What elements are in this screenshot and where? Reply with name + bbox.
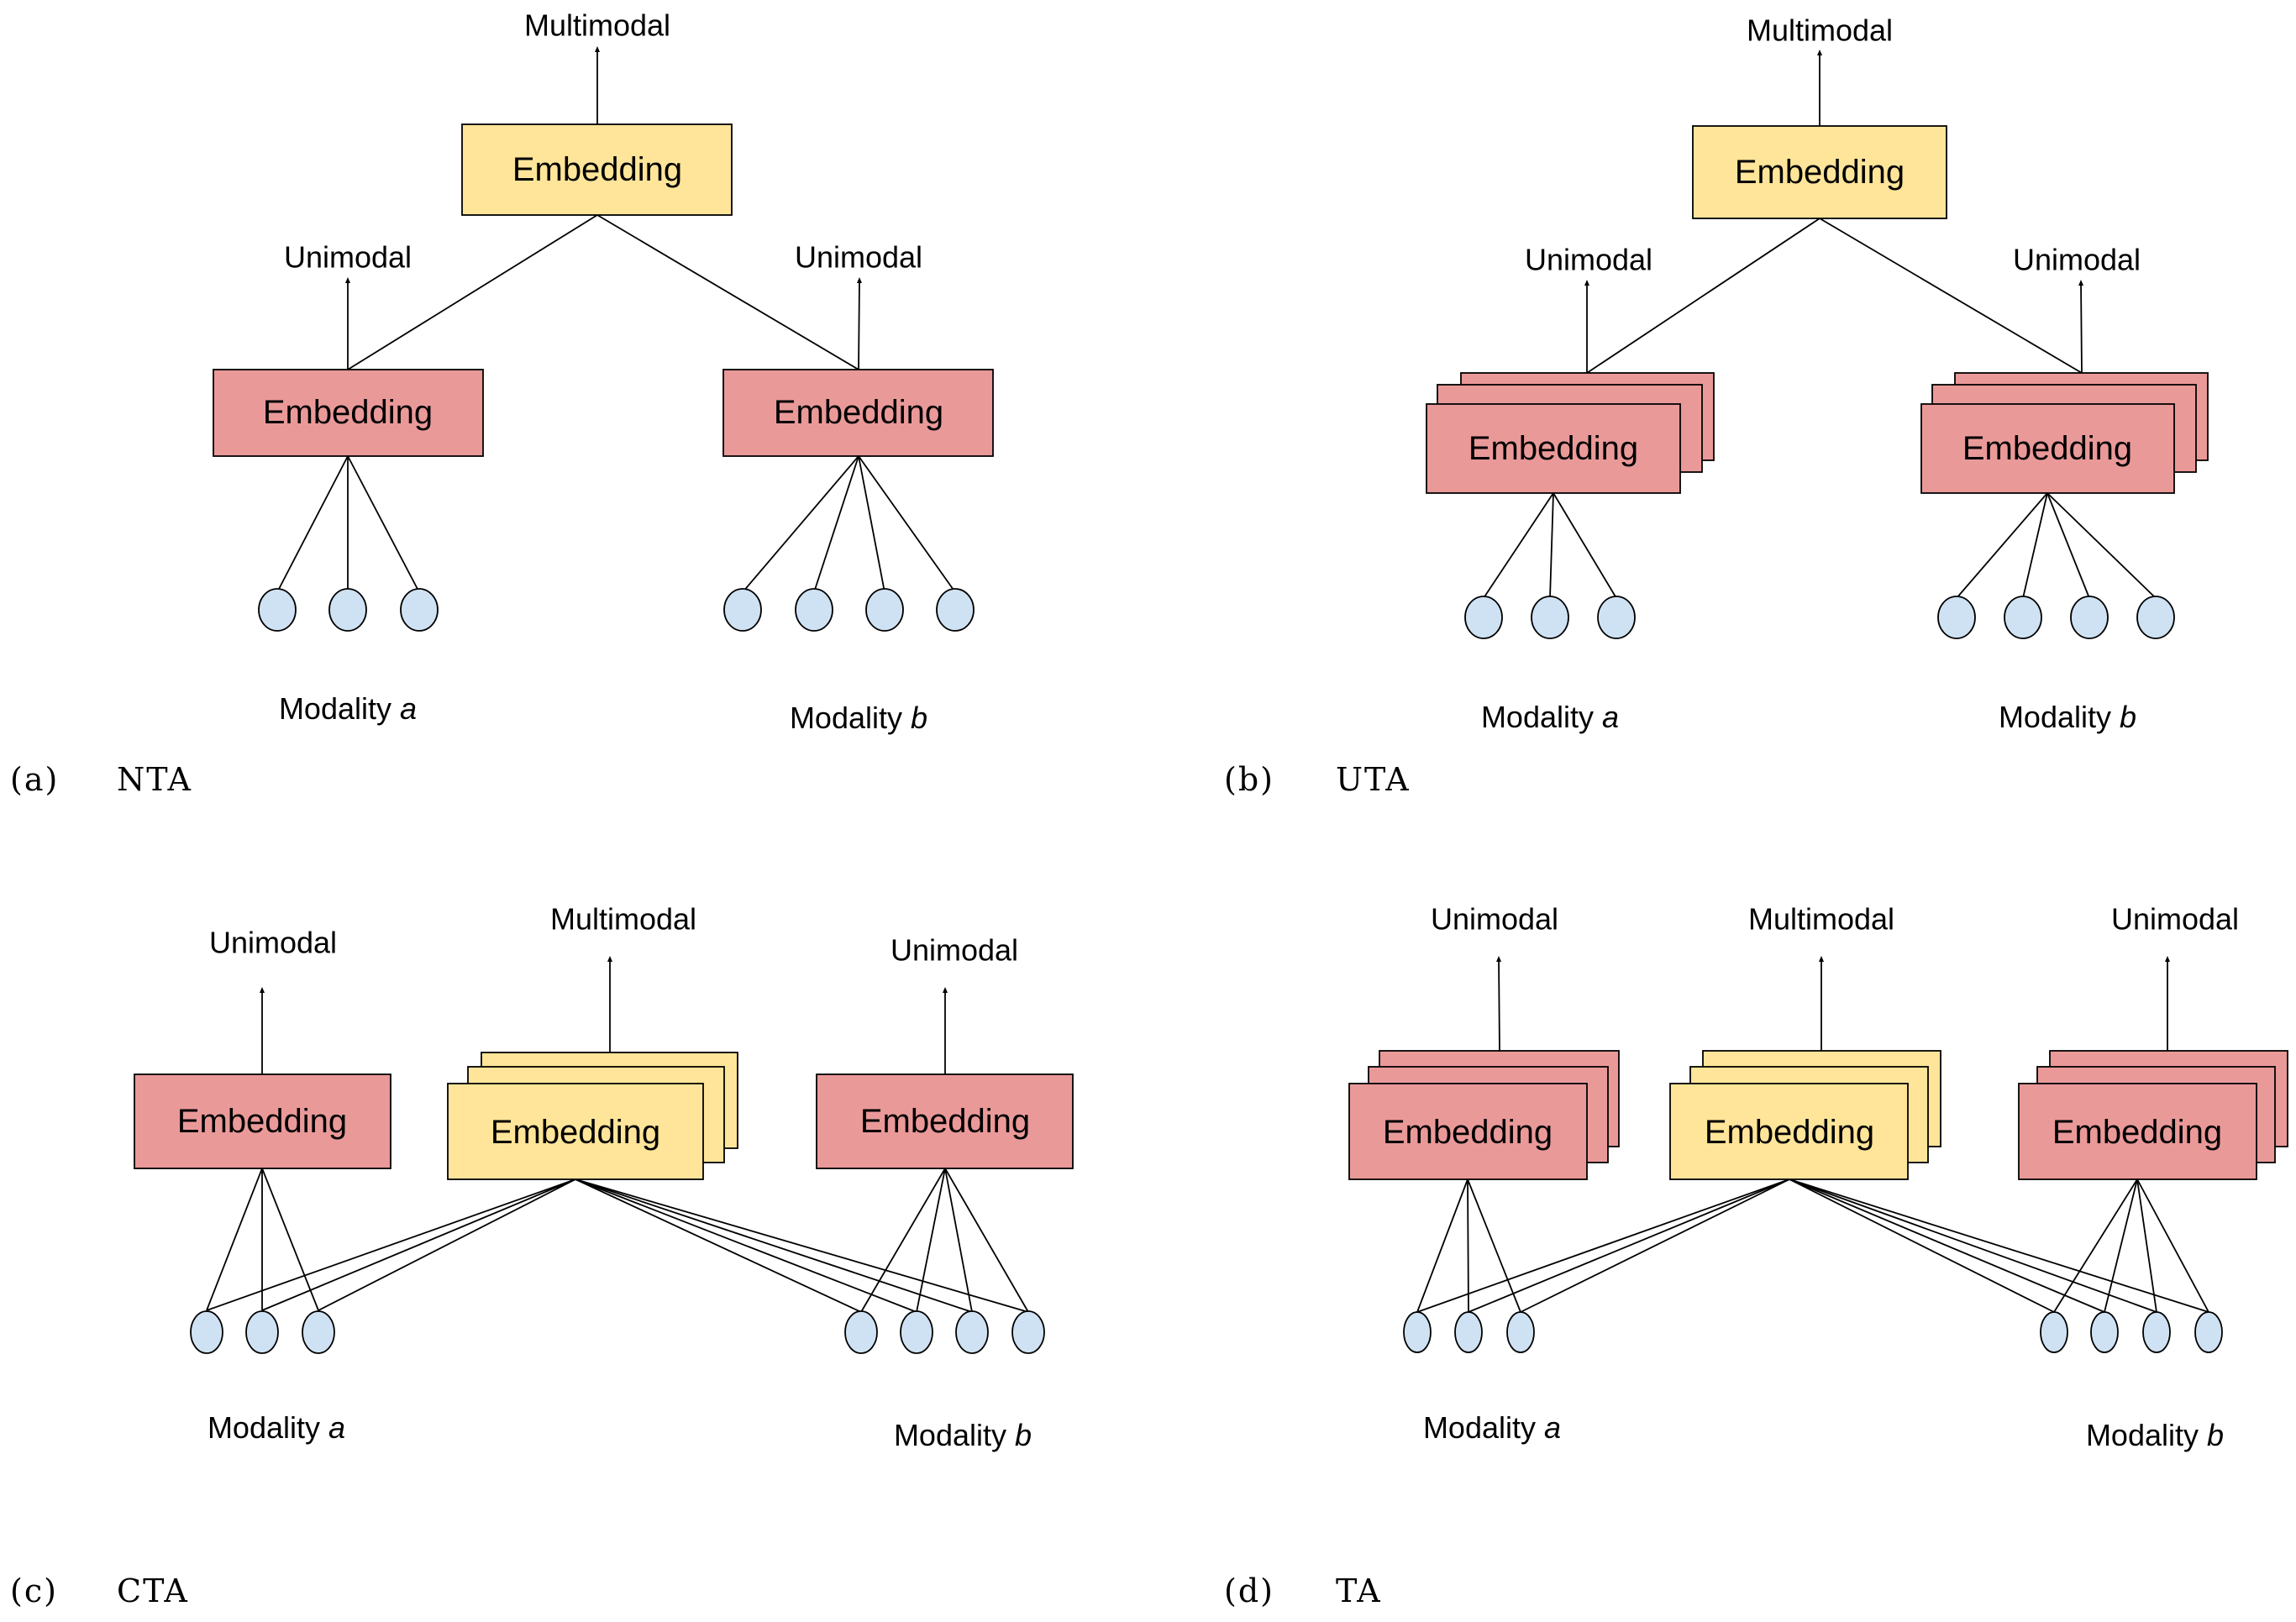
panel-b-uta: Embedding Embedding Embedding Multimodal… [1224, 13, 2209, 798]
modality-a-label: Modality a [1481, 700, 1619, 734]
unimodal-label-b: Unimodal [2013, 243, 2141, 277]
svg-text:Embedding: Embedding [177, 1103, 347, 1140]
unimodal-embedding-box-b: Embedding [722, 369, 994, 457]
svg-text:Embedding: Embedding [2052, 1114, 2222, 1151]
fusion-edge [347, 214, 598, 370]
caption-id-d: (d) [1224, 1572, 1274, 1609]
caption-id-a: (a) [10, 761, 59, 798]
unimodal-label-b: Unimodal [891, 933, 1018, 968]
input-nodes-b [2040, 1311, 2223, 1353]
svg-text:Embedding: Embedding [1735, 154, 1905, 191]
multimodal-label: Multimodal [524, 8, 670, 43]
multimodal-embedding-box: Embedding [1692, 125, 1947, 219]
multimodal-embedding-stack: Embedding [447, 1052, 738, 1180]
modality-b-label: Modality b [790, 701, 927, 735]
modality-a-label: Modality a [1423, 1410, 1561, 1445]
input-nodes-b [844, 1310, 1045, 1354]
svg-text:Embedding: Embedding [1468, 430, 1638, 467]
input-nodes-b [1937, 596, 2175, 639]
fusion-edge [596, 214, 859, 370]
unimodal-embedding-box-b: Embedding [816, 1073, 1074, 1169]
input-edges [1416, 1178, 2209, 1313]
modality-b-label: Modality b [894, 1418, 1032, 1452]
input-nodes-a [1464, 596, 1636, 639]
unimodal-embedding-stack-a: Embedding [1348, 1050, 1620, 1180]
caption-name-c: CTA [117, 1572, 189, 1609]
svg-text:Embedding: Embedding [1705, 1114, 1874, 1151]
input-edges [1483, 492, 2157, 599]
unimodal-embedding-box-a: Embedding [134, 1073, 391, 1169]
svg-text:Embedding: Embedding [512, 151, 682, 188]
caption-name-d: TA [1336, 1572, 1382, 1609]
unimodal-label-b: Unimodal [795, 240, 922, 275]
caption-name-b: UTA [1336, 761, 1411, 798]
unimodal-b-output-arrow [2078, 280, 2084, 374]
svg-text:Embedding: Embedding [491, 1114, 660, 1151]
unimodal-embedding-stack-b: Embedding [2018, 1050, 2288, 1180]
multimodal-label: Multimodal [1748, 902, 1894, 937]
unimodal-label-a: Unimodal [209, 926, 337, 960]
caption-id-b: (b) [1224, 761, 1274, 798]
unimodal-label-a: Unimodal [1525, 243, 1652, 277]
input-nodes-a [258, 588, 439, 632]
panel-c-cta: Embedding Embedding Embedding Unimodal M… [10, 902, 1074, 1609]
unimodal-label-b: Unimodal [2111, 902, 2239, 937]
svg-text:Embedding: Embedding [263, 394, 433, 431]
unimodal-embedding-stack-a: Embedding [1426, 372, 1715, 494]
unimodal-label-a: Unimodal [1431, 902, 1558, 937]
caption-id-c: (c) [10, 1572, 58, 1609]
modality-a-label: Modality a [279, 691, 417, 726]
unimodal-embedding-box-a: Embedding [213, 369, 484, 457]
unimodal-a-output-arrow [1496, 956, 1502, 1052]
panel-a-nta: Embedding Embedding Embedding Multimodal… [10, 8, 994, 798]
panel-d-ta: Embedding Embedding Embedding Unimodal M… [1224, 902, 2288, 1609]
input-nodes-b [723, 588, 975, 632]
svg-text:Embedding: Embedding [1383, 1114, 1553, 1151]
svg-text:Embedding: Embedding [1962, 430, 2132, 467]
fusion-edge [1819, 218, 2083, 374]
input-nodes-a [190, 1310, 335, 1354]
input-edges [276, 455, 956, 593]
fusion-edge [1586, 218, 1821, 374]
unimodal-label-a: Unimodal [284, 240, 412, 275]
svg-text:Embedding: Embedding [774, 394, 943, 431]
modality-a-label: Modality a [208, 1410, 345, 1445]
caption-name-a: NTA [117, 761, 192, 798]
multimodal-label: Multimodal [1747, 13, 1893, 48]
multimodal-embedding-box: Embedding [461, 123, 733, 216]
modality-b-label: Modality b [1999, 700, 2136, 734]
unimodal-embedding-stack-b: Embedding [1920, 372, 2209, 494]
input-edges [206, 1168, 1029, 1313]
svg-text:Embedding: Embedding [860, 1103, 1030, 1140]
multimodal-label: Multimodal [550, 902, 696, 937]
multimodal-embedding-stack: Embedding [1669, 1050, 1941, 1180]
modality-b-label: Modality b [2086, 1418, 2224, 1452]
input-nodes-a [1403, 1311, 1535, 1353]
